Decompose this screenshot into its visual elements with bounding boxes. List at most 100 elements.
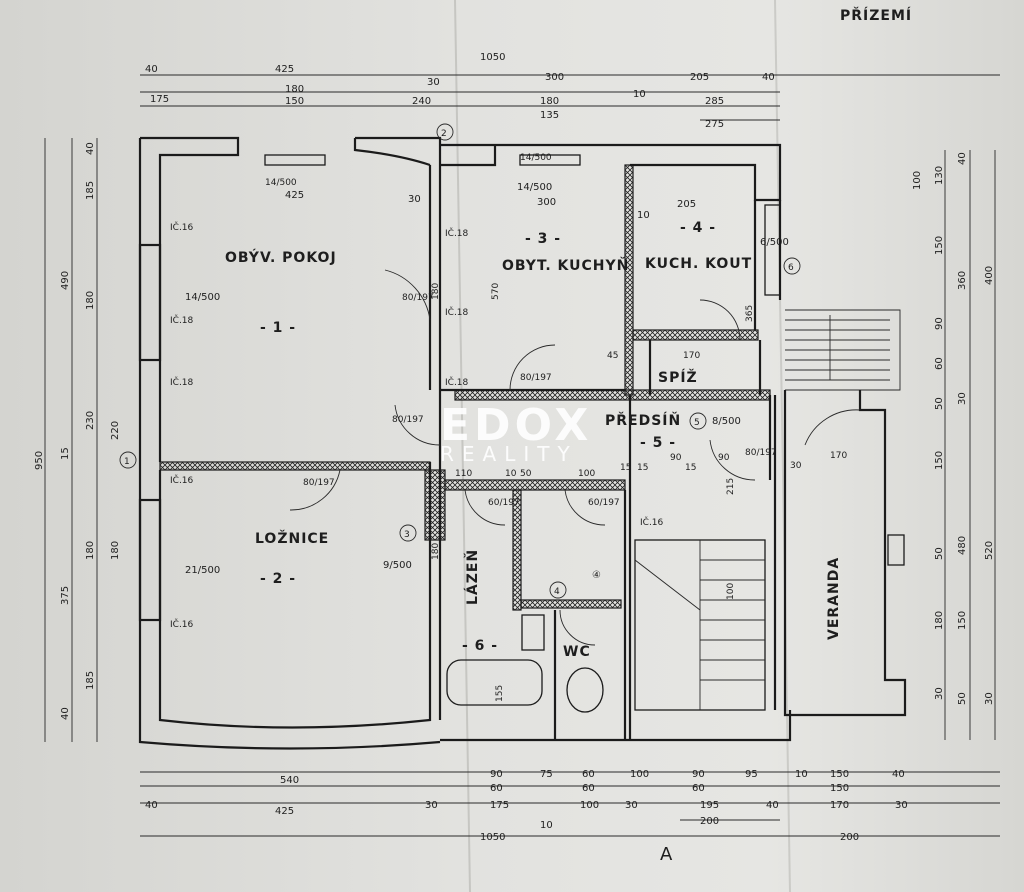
section-marker: A bbox=[660, 844, 673, 865]
plan-label: 50 bbox=[520, 469, 532, 479]
plan-label: 170 bbox=[830, 800, 849, 811]
plan-label: 14/500 bbox=[520, 153, 552, 163]
plan-label: 365 bbox=[745, 305, 755, 322]
plan-label: 185 bbox=[85, 181, 96, 200]
room-area: 8/500 bbox=[712, 416, 741, 427]
dimensions-top: 40 425 1050 30 300 205 40 180 10 175 150… bbox=[145, 52, 775, 221]
plan-label: 60 bbox=[582, 783, 595, 794]
plan-label: 30 bbox=[790, 461, 802, 471]
room-name: LOŽNICE bbox=[255, 530, 329, 547]
plan-label: 40 bbox=[145, 64, 158, 75]
plan-label: 60/197 bbox=[488, 498, 520, 508]
room-number: - 1 - bbox=[260, 320, 296, 336]
room-number: - 5 - bbox=[640, 435, 676, 451]
plan-label: 10 bbox=[637, 210, 650, 221]
plan-label: EDOX bbox=[440, 400, 592, 451]
plan-label: 10 bbox=[540, 820, 553, 831]
plan-label: 14/500 bbox=[265, 178, 297, 188]
plan-label: 570 bbox=[491, 283, 501, 300]
plan-label: 200 bbox=[700, 816, 719, 827]
plan-label: 150 bbox=[285, 96, 304, 107]
plan-label: IČ.18 bbox=[170, 376, 194, 388]
plan-label: 15 bbox=[637, 463, 648, 473]
plan-label: 80/197 bbox=[402, 293, 434, 303]
plan-label: 275 bbox=[705, 119, 724, 130]
annotations: 14/500 14/500 IČ.16 IČ.18 IČ.18 IČ.18 IČ… bbox=[170, 153, 777, 630]
plan-label: 40 bbox=[766, 800, 779, 811]
room-number: ④ bbox=[592, 570, 601, 581]
room-number: - 4 - bbox=[680, 220, 716, 236]
plan-label: 180 bbox=[431, 283, 441, 300]
plan-label: 215 bbox=[726, 478, 736, 495]
plan-label: 50 bbox=[934, 397, 945, 410]
dimensions-left: 950 490 375 40 185 180 230 15 180 185 40… bbox=[34, 142, 121, 720]
plan-label: 240 bbox=[412, 96, 431, 107]
plan-label: IČ.16 bbox=[170, 474, 194, 486]
plan-label: 205 bbox=[677, 199, 696, 210]
staircase bbox=[634, 309, 901, 711]
plan-label: 3 bbox=[404, 530, 410, 540]
plan-label: 100 bbox=[726, 583, 736, 600]
plan-label: 10 bbox=[795, 769, 808, 780]
room-labels: OBÝV. POKOJ - 1 - 14/500 LOŽNICE - 2 - 2… bbox=[185, 182, 842, 660]
plan-label: 10 bbox=[505, 469, 517, 479]
plan-label: 220 bbox=[110, 421, 121, 440]
plan-label: 1 bbox=[124, 457, 130, 467]
plan-label: 80/197 bbox=[520, 373, 552, 383]
plan-label: 135 bbox=[540, 110, 559, 121]
plan-label: 60/197 bbox=[588, 498, 620, 508]
plan-label: 950 bbox=[34, 451, 45, 470]
plan-label: 180 bbox=[540, 96, 559, 107]
fixtures bbox=[446, 614, 604, 713]
plan-label: 80/197 bbox=[303, 478, 335, 488]
plan-label: IČ.18 bbox=[170, 314, 194, 326]
plan-label: 30 bbox=[625, 800, 638, 811]
plan-label: 360 bbox=[957, 271, 968, 290]
plan-label: 230 bbox=[85, 411, 96, 430]
room-name: WC bbox=[563, 644, 591, 660]
room-area: 14/500 bbox=[517, 182, 552, 193]
plan-label: 520 bbox=[984, 541, 995, 560]
plan-label: 30 bbox=[895, 800, 908, 811]
room-name: VERANDA bbox=[826, 557, 842, 640]
plan-label: 1050 bbox=[480, 832, 505, 843]
plan-label: 30 bbox=[934, 687, 945, 700]
plan-label: 5 bbox=[694, 418, 700, 428]
plan-label: 10 bbox=[633, 89, 646, 100]
plan-label: 45 bbox=[607, 351, 618, 361]
dimensions-bottom: 540 90 75 60 100 90 95 10 150 40 60 60 6… bbox=[145, 769, 908, 843]
plan-label: 15 bbox=[685, 463, 696, 473]
watermark-logo: EDOX REALITY bbox=[440, 400, 592, 466]
plan-label: 425 bbox=[275, 64, 294, 75]
plan-label: 180 bbox=[85, 291, 96, 310]
plan-label: 425 bbox=[275, 806, 294, 817]
plan-label: 180 bbox=[85, 541, 96, 560]
plan-label: 30 bbox=[957, 392, 968, 405]
plan-label: 285 bbox=[705, 96, 724, 107]
plan-label: 150 bbox=[934, 236, 945, 255]
plan-label: 195 bbox=[700, 800, 719, 811]
plan-label: 40 bbox=[957, 152, 968, 165]
paper-fold bbox=[774, 0, 791, 892]
room-name: PŘEDSÍŇ bbox=[605, 412, 681, 429]
sheet-title: PŘÍZEMÍ bbox=[840, 7, 912, 24]
plan-label: 1050 bbox=[480, 52, 505, 63]
plan-label: 30 bbox=[984, 692, 995, 705]
plan-label: 150 bbox=[934, 451, 945, 470]
room-area: 14/500 bbox=[185, 292, 220, 303]
plan-label: 90 bbox=[490, 769, 503, 780]
room-name: OBYT. KUCHYŇ bbox=[502, 257, 629, 274]
interior-walls bbox=[159, 164, 772, 740]
room-area: 6/500 bbox=[760, 237, 789, 248]
plan-label: 40 bbox=[892, 769, 905, 780]
plan-label: 300 bbox=[545, 72, 564, 83]
room-name: LÁZEŇ bbox=[464, 549, 481, 605]
plan-label: 170 bbox=[683, 351, 700, 361]
plan-label: 200 bbox=[840, 832, 859, 843]
room-name: SPÍŽ bbox=[658, 369, 698, 386]
plan-label: 170 bbox=[830, 451, 847, 461]
plan-label: 300 bbox=[537, 197, 556, 208]
plan-label: 4 bbox=[554, 587, 560, 597]
plan-label: IČ.16 bbox=[170, 618, 194, 630]
plan-label: 540 bbox=[280, 775, 299, 786]
